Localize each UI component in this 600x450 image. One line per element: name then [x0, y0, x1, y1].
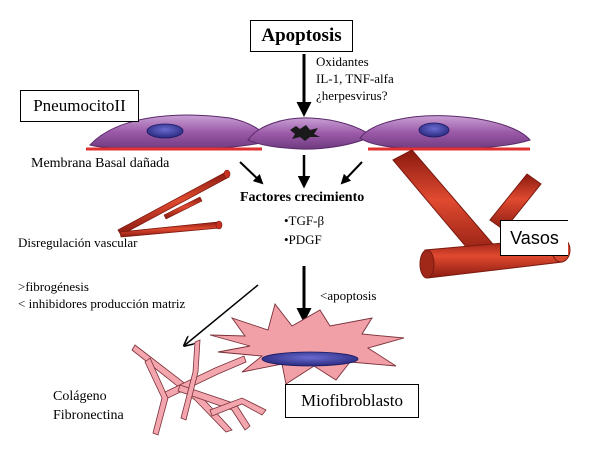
nucleus-left — [146, 123, 184, 139]
fiber-5 — [180, 339, 201, 421]
basement-membrane-label: Membrana Basal dañada — [31, 156, 170, 171]
apoptosis-reduced-label: <apoptosis — [320, 288, 377, 303]
collagen-label: Colágeno — [53, 389, 107, 404]
pneumocyte-label: PneumocitoII — [33, 96, 126, 115]
arrow-right-to-factors — [340, 161, 363, 185]
matrix-inhibitors-decrease: < inhibidores producción matriz — [18, 296, 186, 311]
fibronectin-label: Fibronectina — [53, 408, 124, 423]
dysregulated-vessels — [117, 169, 231, 238]
collagen-fibers — [131, 339, 267, 436]
damaged-nucleus-icon — [290, 125, 320, 141]
pneumocyte-label-box: PneumocitoII — [20, 90, 139, 122]
trigger-oxidants: Oxidantes — [316, 54, 369, 69]
vessel-thin-3 — [163, 196, 203, 220]
trigger-cytokines: IL-1, TNF-alfa — [316, 71, 394, 86]
arrow-left-to-factors — [239, 161, 264, 185]
fibrogenesis-increase: >fibrogénesis — [18, 279, 89, 294]
myofibroblast-nucleus — [261, 351, 359, 367]
fiber-6 — [209, 397, 267, 417]
vessels-label: Vasos — [510, 227, 559, 248]
vessels-label-box: Vasos — [500, 220, 568, 256]
nucleus-right — [418, 122, 450, 138]
trigger-herpesvirus: ¿herpesvirus? — [316, 88, 388, 103]
myofibroblast-body — [209, 303, 405, 385]
myofibroblast-label: Miofibroblasto — [301, 391, 403, 410]
growth-factor-tgfb: •TGF-β — [284, 213, 325, 228]
arrow-fibrogenesis — [185, 284, 259, 345]
growth-factor-pdgf: •PDGF — [284, 232, 322, 247]
vascular-dysregulation-label: Disregulación vascular — [18, 235, 138, 250]
apoptosis-title-box: Apoptosis — [250, 20, 353, 52]
myofibroblast-label-box: Miofibroblasto — [285, 384, 419, 418]
page-title: Apoptosis — [261, 25, 342, 46]
vessel-branch — [489, 173, 542, 231]
growth-factors-heading: Factores crecimiento — [240, 190, 365, 205]
vessel-diagonal — [392, 149, 499, 262]
myofibroblast-cell — [209, 303, 405, 385]
pneumocyte-cells — [89, 114, 531, 150]
large-vessels — [392, 149, 571, 279]
arrows — [185, 54, 363, 345]
